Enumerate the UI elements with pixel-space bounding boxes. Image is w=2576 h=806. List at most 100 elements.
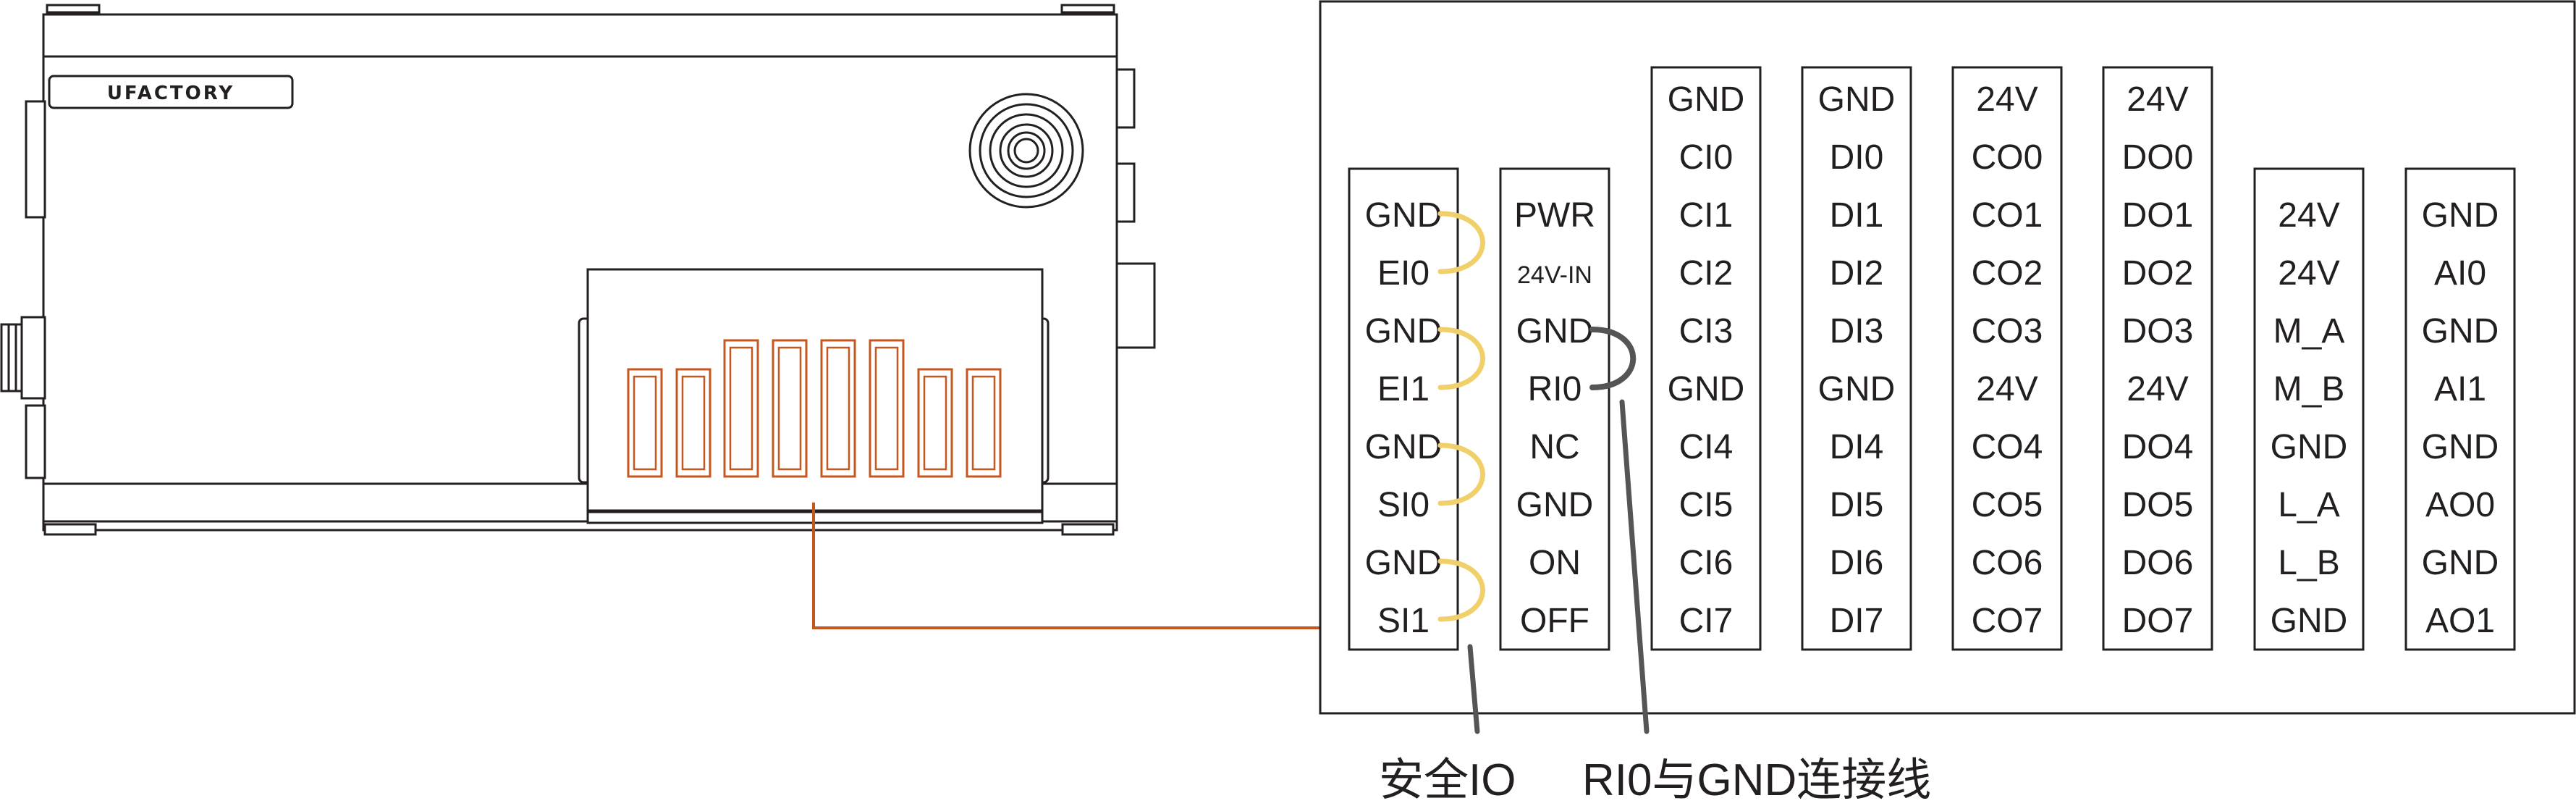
pin-label: DI4 xyxy=(1830,428,1884,466)
safety-jumper xyxy=(1437,327,1485,390)
terminal-strip xyxy=(1348,167,1459,651)
pin-label: CO1 xyxy=(1972,196,2043,235)
pin-label: CI2 xyxy=(1679,254,1733,293)
terminal-block-slot xyxy=(874,346,899,471)
pin-label: ON xyxy=(1529,544,1581,582)
pin-label: CI7 xyxy=(1679,602,1733,640)
pin-label: CO7 xyxy=(1972,602,2043,640)
pin-label: CI5 xyxy=(1679,486,1733,524)
pin-label: AO0 xyxy=(2425,486,2495,524)
terminal-block-slot xyxy=(971,375,996,471)
pin-label: 24V-IN xyxy=(1517,261,1592,289)
pin-label: GND xyxy=(1668,370,1745,408)
pin-label: GND xyxy=(1818,370,1896,408)
pin-label: M_B xyxy=(2273,370,2345,408)
pin-label: GND xyxy=(1818,80,1896,119)
pin-label: NC xyxy=(1529,428,1579,466)
pin-label: EI0 xyxy=(1377,254,1430,293)
terminal-strip xyxy=(2253,167,2365,651)
pin-label: CI0 xyxy=(1679,138,1733,177)
pin-label: DI7 xyxy=(1830,602,1884,640)
brand-badge xyxy=(48,75,294,109)
pin-label: DO2 xyxy=(2122,254,2194,293)
pin-label: DO3 xyxy=(2122,312,2194,350)
pin-label: DI0 xyxy=(1830,138,1884,177)
pin-label: GND xyxy=(2422,428,2499,466)
pin-label: DI3 xyxy=(1830,312,1884,350)
pin-label: L_A xyxy=(2278,486,2339,524)
terminal-block-slot xyxy=(729,346,753,471)
ri0-gnd-jumper-label: RI0与GND连接线 xyxy=(1582,755,1931,805)
ri0-jumper-pointer xyxy=(1619,399,1650,734)
pin-label: GND xyxy=(1516,486,1594,524)
pin-label: CI6 xyxy=(1679,544,1733,582)
terminal-strip xyxy=(2102,66,2213,651)
pin-label: DO6 xyxy=(2122,544,2194,582)
terminal-strip xyxy=(1951,66,2063,651)
pin-label: EI1 xyxy=(1377,370,1430,408)
pin-label: GND xyxy=(1668,80,1745,119)
pin-label: OFF xyxy=(1520,602,1589,640)
pin-label: 24V xyxy=(2278,196,2339,235)
pin-label: GND xyxy=(1365,544,1443,582)
pin-label: L_B xyxy=(2278,544,2339,582)
ri0-gnd-jumper xyxy=(1589,327,1637,390)
safety-jumper xyxy=(1437,211,1485,274)
jumper-wires xyxy=(1437,211,1637,622)
pin-label: DO5 xyxy=(2122,486,2194,524)
terminal-block-slot xyxy=(681,375,706,471)
brand-logo: UFACTORY xyxy=(107,83,235,104)
terminal-strip xyxy=(2404,167,2516,651)
pin-label: GND xyxy=(2422,544,2499,582)
pin-label: PWR xyxy=(1514,196,1595,235)
pin-label: CO0 xyxy=(1972,138,2043,177)
pin-label: DI1 xyxy=(1830,196,1884,235)
terminal-block-slot xyxy=(826,346,850,471)
io-columns: GNDEI0GNDEI1GNDSI0GNDSI1PWR24V-INGNDRI0N… xyxy=(1348,66,2516,651)
safety-jumper xyxy=(1437,442,1485,506)
pin-label: DI6 xyxy=(1830,544,1884,582)
pin-label: GND xyxy=(2422,196,2499,235)
pin-label: 24V xyxy=(1976,370,2037,408)
pin-label: 24V xyxy=(2127,80,2188,119)
pin-label: AO1 xyxy=(2425,602,2495,640)
detail-leader-line xyxy=(812,503,1320,629)
pin-label: CO3 xyxy=(1972,312,2043,350)
pin-label: SI0 xyxy=(1377,486,1430,524)
pin-label: RI0 xyxy=(1528,370,1582,408)
pin-label: GND xyxy=(1365,196,1443,235)
pin-label: CI3 xyxy=(1679,312,1733,350)
pin-label: GND xyxy=(1516,312,1594,350)
pin-label: CI1 xyxy=(1679,196,1733,235)
terminal-block-slot xyxy=(777,346,802,471)
pin-label: GND xyxy=(2422,312,2499,350)
terminal-block-slot xyxy=(633,375,657,471)
pin-label: CO4 xyxy=(1972,428,2043,466)
safety-io-label: 安全IO xyxy=(1379,755,1516,805)
pin-label: DI5 xyxy=(1830,486,1884,524)
pin-label: 24V xyxy=(1976,80,2037,119)
terminal-strip xyxy=(1499,167,1610,651)
pin-label: AI0 xyxy=(2434,254,2486,293)
pin-label: DO4 xyxy=(2122,428,2194,466)
safety-jumper xyxy=(1437,558,1485,622)
safety-io-pointer xyxy=(1467,644,1480,734)
terminal-blocks xyxy=(627,339,1002,478)
pin-label: GND xyxy=(2271,428,2348,466)
pin-label: AI1 xyxy=(2434,370,2486,408)
pin-label: DO0 xyxy=(2122,138,2194,177)
terminal-block-slot xyxy=(923,375,947,471)
pin-label: DI2 xyxy=(1830,254,1884,293)
pin-label: CI4 xyxy=(1679,428,1733,466)
pin-label: DO7 xyxy=(2122,602,2194,640)
pin-label: 24V xyxy=(2127,370,2188,408)
pin-label: CO6 xyxy=(1972,544,2043,582)
